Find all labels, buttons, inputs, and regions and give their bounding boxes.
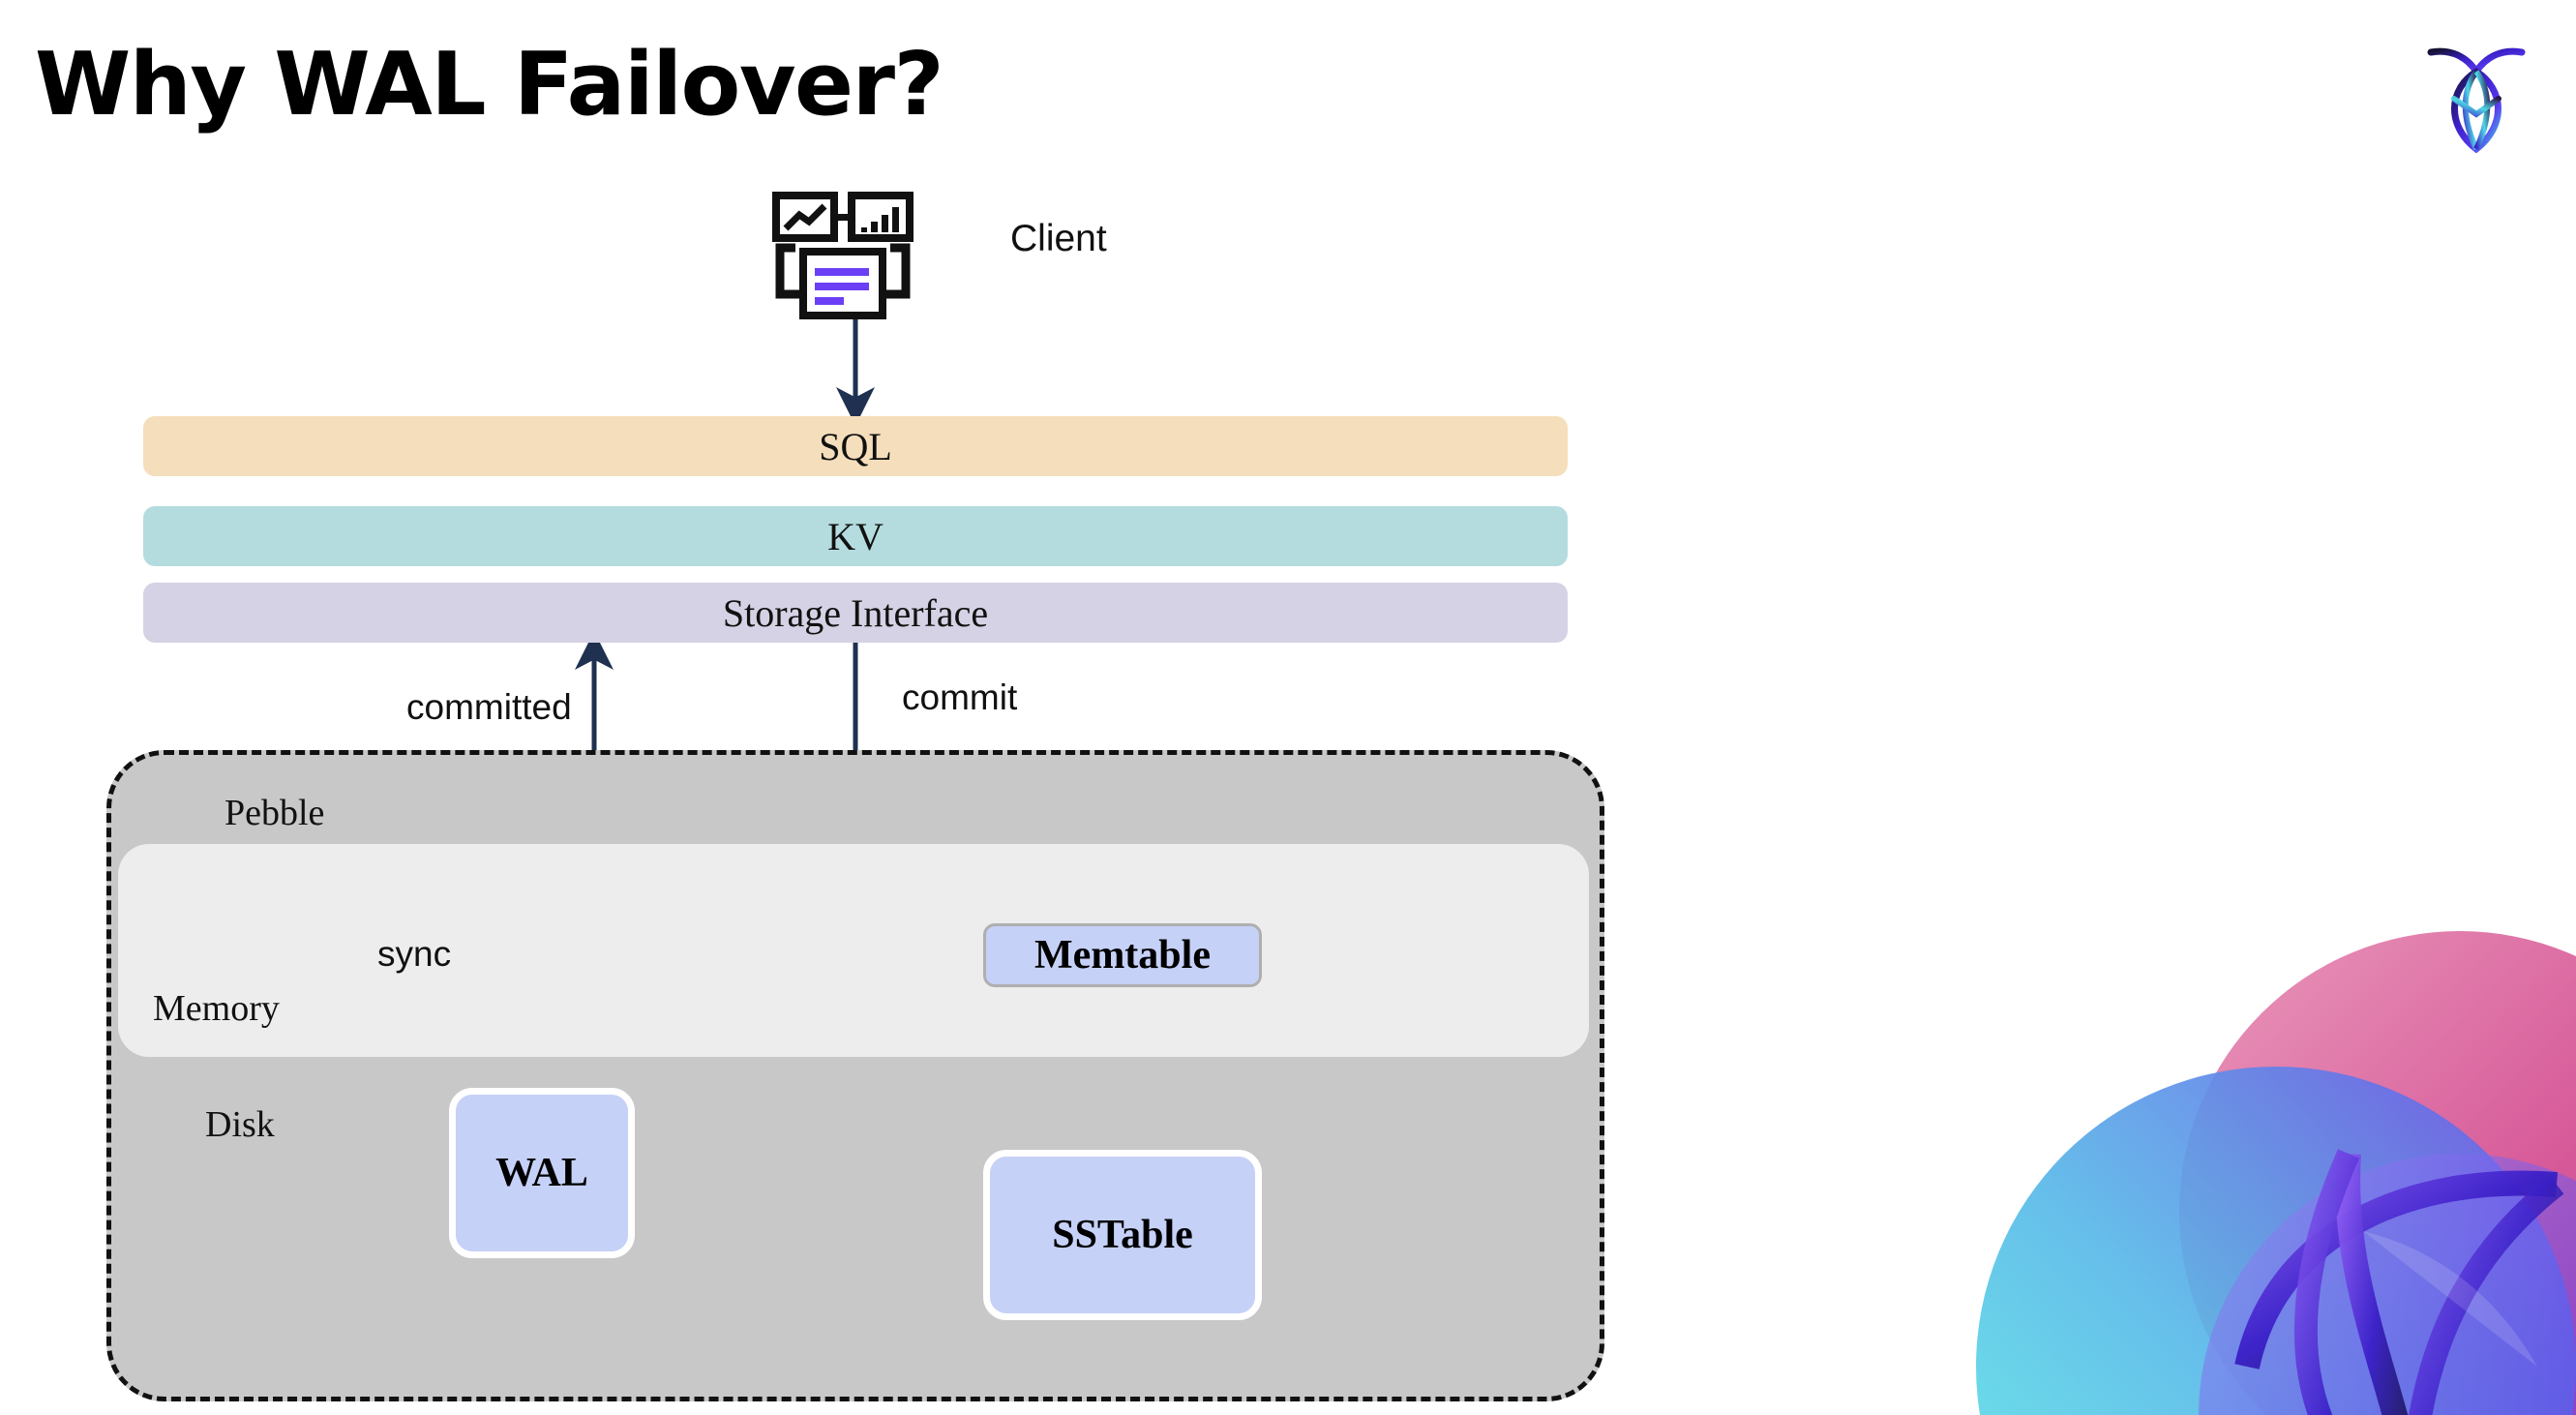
node-wal: WAL (449, 1088, 635, 1258)
node-memtable: Memtable (983, 923, 1262, 987)
layer-bar-sql-label: SQL (819, 424, 892, 468)
layer-bar-kv: KV (143, 506, 1568, 566)
layer-bar-kv-label: KV (827, 514, 884, 558)
node-wal-label: WAL (495, 1151, 588, 1195)
disk-label: Disk (205, 1104, 275, 1145)
layer-bar-storage-interface-label: Storage Interface (722, 590, 989, 635)
node-sstable: SSTable (983, 1150, 1262, 1320)
edge-label-committed: committed (406, 687, 572, 727)
client-dashboard-icon (772, 192, 927, 327)
edge-label-commit: commit (902, 677, 1018, 717)
memory-label: Memory (153, 988, 280, 1029)
pebble-label: Pebble (225, 793, 325, 833)
edge-label-sync-primary: sync (377, 934, 452, 974)
cockroachdb-logo-icon (2423, 39, 2530, 155)
memory-zone (118, 844, 1589, 1057)
layer-bar-sql: SQL (143, 416, 1568, 476)
node-memtable-label: Memtable (1034, 933, 1211, 978)
client-label: Client (1010, 218, 1107, 259)
page-title: Why WAL Failover? (35, 34, 944, 135)
node-sstable-label: SSTable (1052, 1213, 1193, 1257)
layer-bar-storage-interface: Storage Interface (143, 583, 1568, 643)
